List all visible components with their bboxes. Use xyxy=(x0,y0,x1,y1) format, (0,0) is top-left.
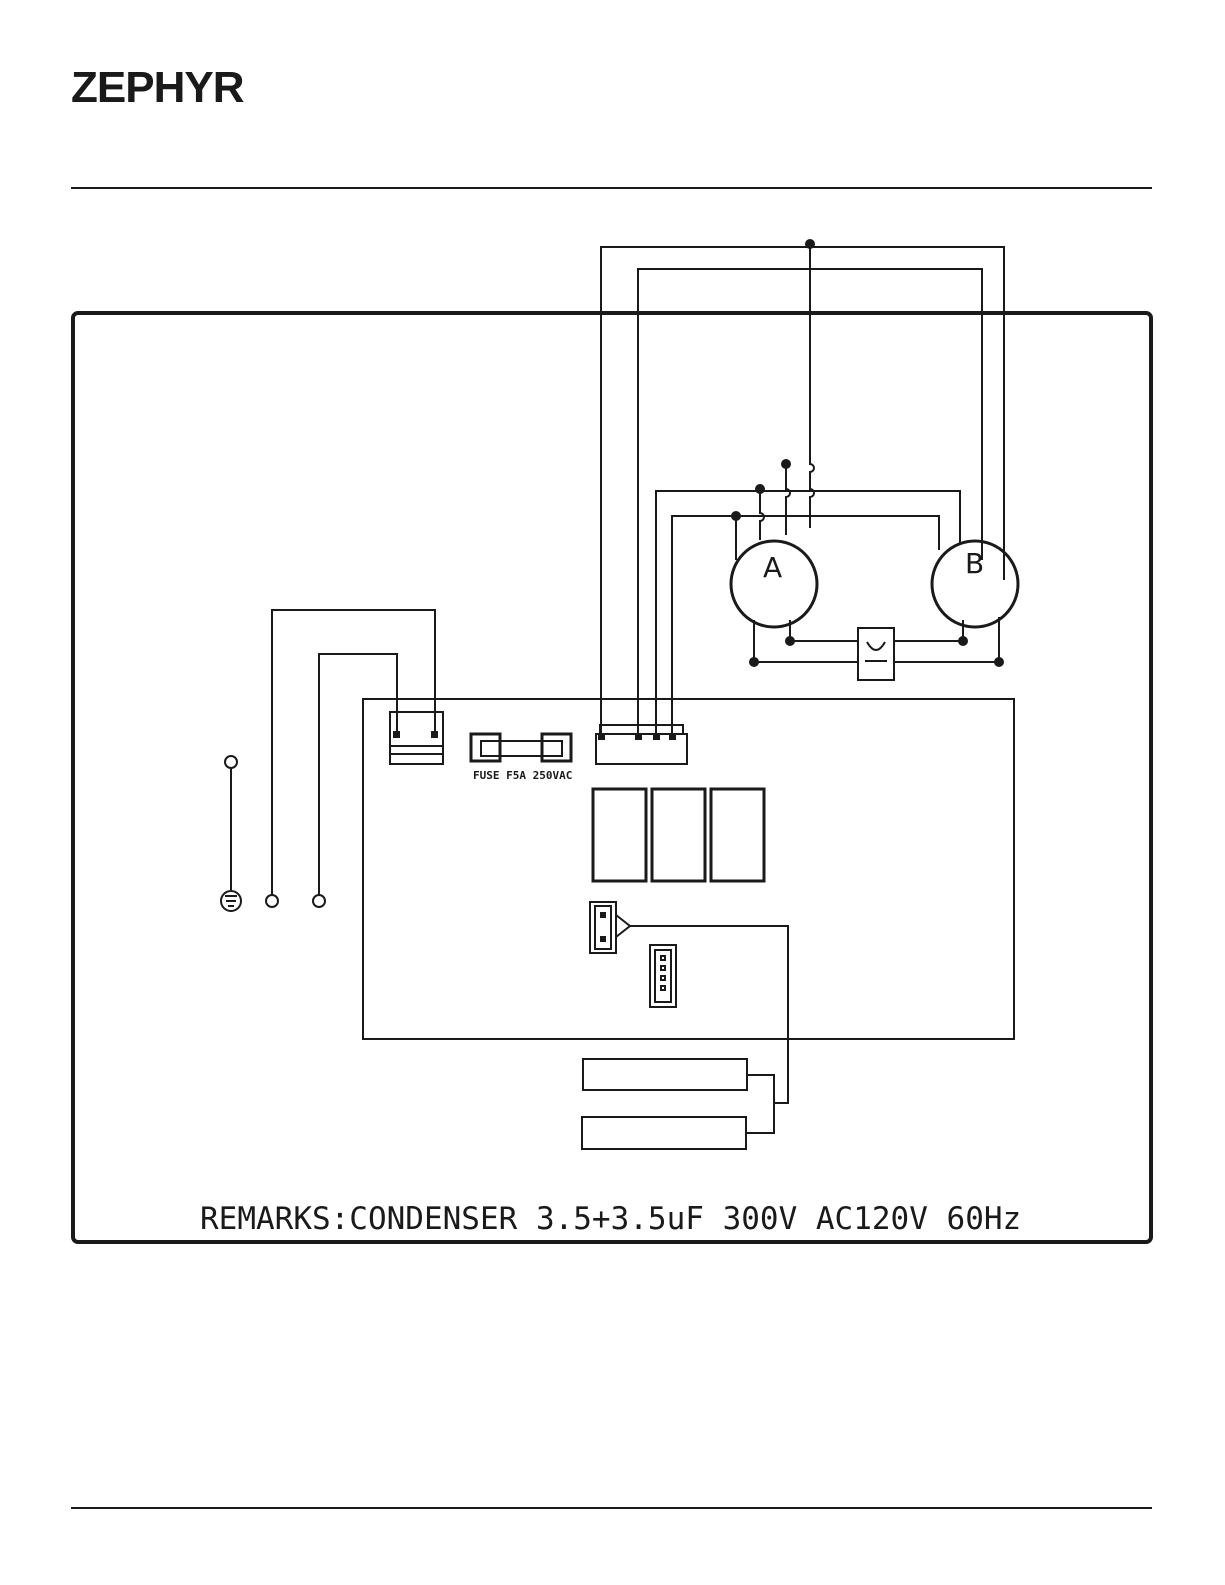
motor-a: A xyxy=(731,541,817,627)
capacitor xyxy=(858,628,894,680)
footer-rule xyxy=(71,1507,1152,1509)
motor-b: B xyxy=(932,541,1018,627)
neutral-terminal xyxy=(313,895,325,907)
switch-connector xyxy=(650,945,676,1007)
remarks-text: REMARKS:CONDENSER 3.5+3.5uF 300V AC120V … xyxy=(200,1201,1021,1237)
motor-b-label: B xyxy=(965,547,984,580)
fuse-label: FUSE F5A 250VAC xyxy=(473,769,572,782)
terminal-top xyxy=(225,756,237,768)
relay-2 xyxy=(652,789,705,881)
motor-wiring xyxy=(601,244,1004,734)
relay-1 xyxy=(593,789,646,881)
fuse: FUSE F5A 250VAC xyxy=(471,734,572,782)
line-terminal xyxy=(266,895,278,907)
control-board xyxy=(363,699,1014,1039)
motor-a-label: A xyxy=(763,551,782,584)
led-lamp-2 xyxy=(582,1117,746,1149)
led-lamp-1 xyxy=(583,1059,747,1090)
diagram-frame xyxy=(73,313,1151,1242)
power-terminals xyxy=(221,610,435,911)
motor-connector xyxy=(596,725,687,764)
junctions xyxy=(731,239,1004,667)
relay-3 xyxy=(711,789,764,881)
relays xyxy=(593,789,764,881)
led-connector xyxy=(590,902,630,953)
